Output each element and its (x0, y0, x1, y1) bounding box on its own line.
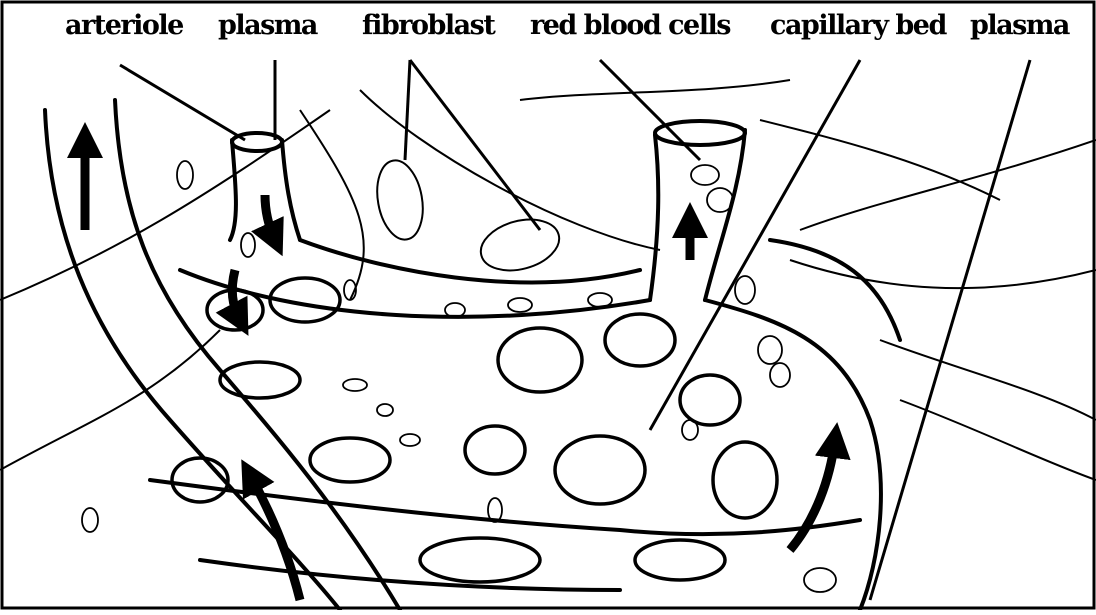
vessel-network (45, 100, 900, 610)
label-capillary-bed: capillary bed (770, 12, 946, 39)
flow-arrows (85, 140, 835, 600)
label-red-blood-cells: red blood cells (530, 12, 730, 39)
capillary-loops (172, 278, 777, 582)
label-plasma-right: plasma (970, 12, 1069, 39)
leader-lines (120, 60, 1030, 600)
label-plasma-left: plasma (218, 12, 317, 39)
fibroblast-cells (371, 157, 564, 279)
connective-fibers (0, 80, 1096, 480)
label-fibroblast: fibroblast (362, 12, 494, 39)
label-arteriole: arteriole (65, 12, 183, 39)
